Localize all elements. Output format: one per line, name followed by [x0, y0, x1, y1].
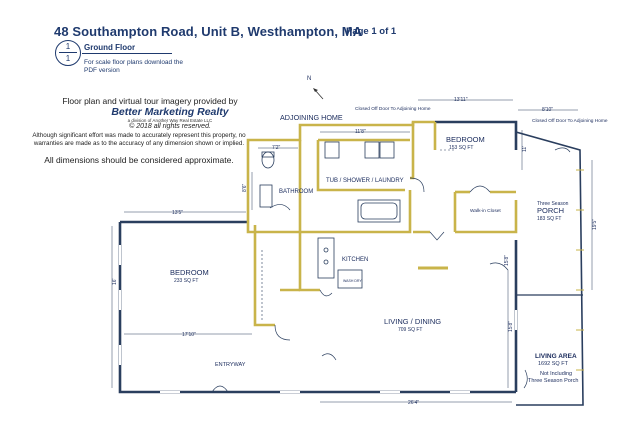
compass-icon: N [307, 76, 324, 100]
credit-block: Floor plan and virtual tour imagery prov… [40, 96, 260, 130]
floor-name: Ground Floor [84, 43, 136, 52]
floor-badge: 1 1 [55, 40, 81, 66]
washer-label: WASH DRY [343, 279, 362, 283]
tub-label: TUB / SHOWER / LAUNDRY [326, 178, 404, 184]
dim-label-8: 13'5" [172, 210, 183, 216]
bedroom-2-name: BEDROOM [170, 268, 209, 277]
dim-label-6: 11' [522, 146, 528, 152]
interior-walls [246, 120, 518, 327]
dim-label-7: 19'5" [592, 219, 598, 230]
page-counter: Page 1 of 1 [346, 26, 397, 37]
scale-note: For scale floor plans download the PDF v… [84, 59, 184, 74]
dimension-labels: 13'11" 8'10" 11'8" 7'2" 8'6" 11' 19'5" 1… [112, 97, 598, 406]
closed-door-note-2: Closed Off Door To Adjoining Home [532, 118, 608, 124]
not-including-label: Not Including [540, 371, 572, 377]
porch-area: 183 SQ FT [537, 216, 561, 222]
floor-badge-divider [59, 52, 77, 53]
walkin-closet-label: Walk-in Closet [470, 208, 501, 214]
credit-line: Floor plan and virtual tour imagery prov… [62, 96, 238, 106]
bedroom-1-name: BEDROOM [446, 135, 485, 144]
bathroom-label: BATHROOM [279, 189, 313, 195]
window-marks [119, 245, 517, 393]
disclaimer: Although significant effort was made to … [32, 132, 246, 147]
closet-lines [261, 149, 455, 320]
brand-subtitle: a division of Another Way Real Estate LL… [127, 118, 213, 123]
living-name: LIVING / DINING [384, 317, 441, 326]
floor-badge-bottom: 1 [65, 54, 71, 63]
entryway-label: ENTRYWAY [215, 362, 246, 368]
adjoining-home-label: ADJOINING HOME [280, 113, 343, 122]
dim-label-11: 15'8" [508, 321, 514, 332]
bathroom-fixtures [259, 141, 401, 223]
dim-label-12: 15'8" [504, 255, 510, 266]
brand-name: Better Marketing Realty [111, 106, 229, 118]
dim-label-2: 8'10" [542, 107, 553, 113]
dim-label-4: 7'2" [272, 145, 281, 151]
floor-name-underline [82, 53, 172, 54]
disclaimer-approximate: All dimensions should be considered appr… [44, 155, 234, 165]
bedroom-1-area: 153 SQ FT [449, 145, 473, 151]
living-area-title: LIVING AREA [535, 353, 577, 360]
floor-badge-top: 1 [65, 42, 71, 51]
porch-label: Three Season [537, 201, 569, 207]
compass-label: N [307, 76, 311, 82]
living-area-total: 1692 SQ FT [538, 361, 569, 367]
closed-door-note-1: Closed Off Door To Adjoining Home [355, 106, 431, 112]
kitchen-label: KITCHEN [342, 257, 368, 263]
bedroom-2-area: 233 SQ FT [174, 278, 198, 284]
kitchen-counters [317, 237, 363, 289]
door-swings [211, 147, 571, 393]
dim-label-9: 16' [112, 278, 118, 285]
copyright: © 2018 all rights reserved. [129, 123, 211, 130]
dimension-lines [111, 99, 593, 403]
dim-label-1: 13'11" [454, 97, 468, 103]
dim-label-5: 8'6" [242, 183, 248, 192]
page-title: 48 Southampton Road, Unit B, Westhampton… [54, 24, 363, 39]
three-season-porch-label: Three Season Porch [528, 378, 578, 384]
dim-label-3: 11'8" [355, 129, 366, 135]
dim-label-10: 17'10" [182, 332, 196, 338]
living-area: 709 SQ FT [398, 327, 422, 333]
porch-name: PORCH [537, 206, 564, 215]
dim-label-13: 26'4" [408, 400, 419, 406]
porch-window-marks [576, 169, 584, 371]
